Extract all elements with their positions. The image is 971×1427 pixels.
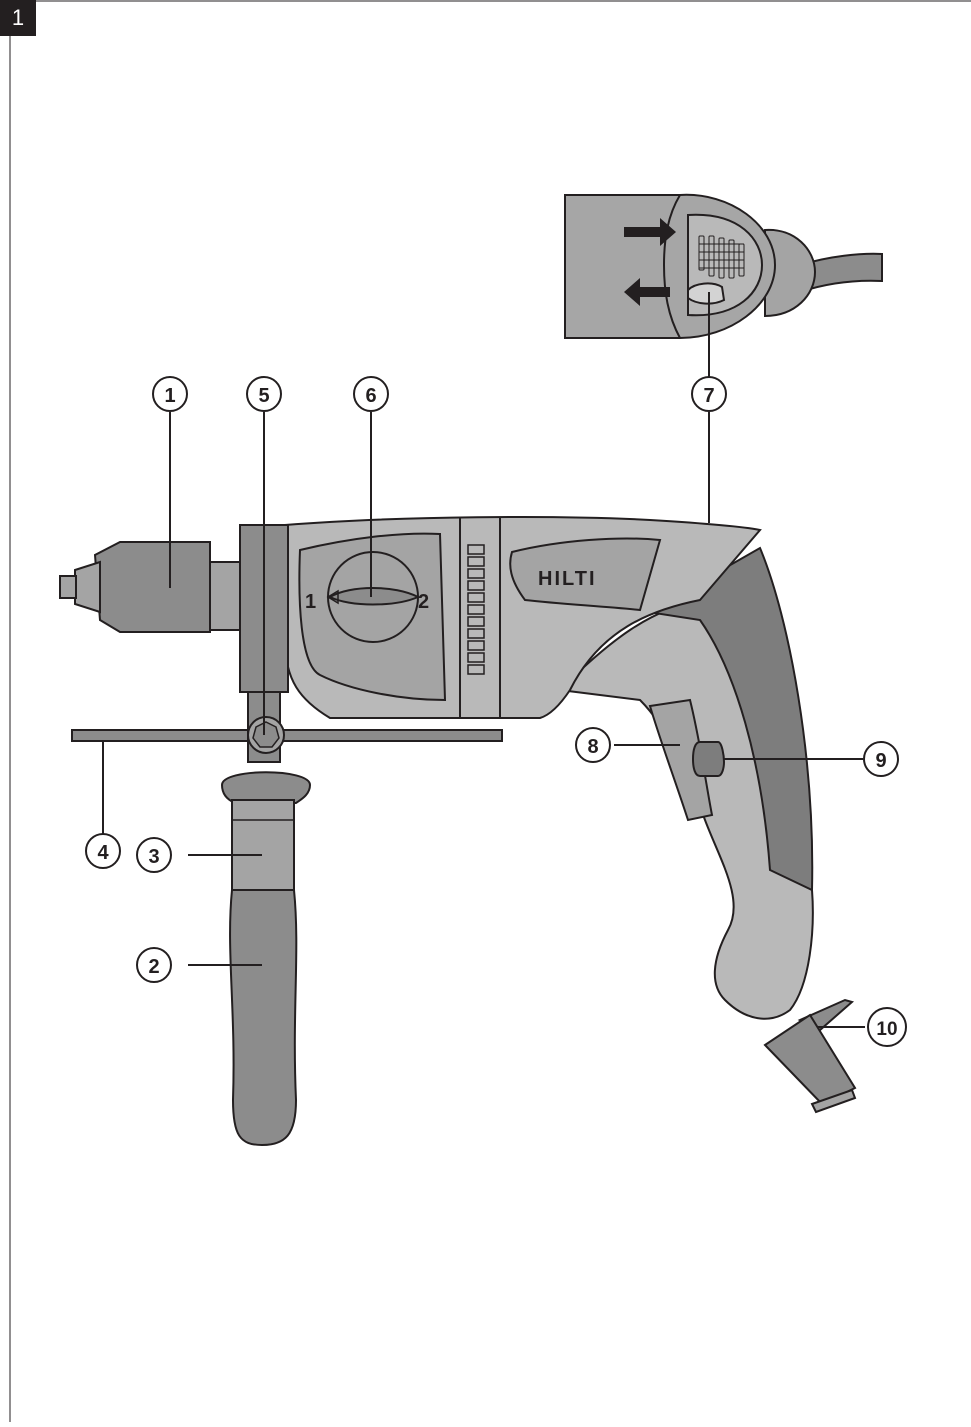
selector-mark-2: 2	[418, 591, 429, 613]
side-handle-guard	[220, 771, 312, 804]
figure-number-badge: 1	[0, 0, 36, 36]
chuck-tip	[59, 575, 77, 599]
direction-switch-detail	[564, 193, 883, 339]
detail-housing-seam	[662, 194, 681, 339]
selector-pointer-icon	[326, 589, 339, 605]
arrow-left-icon	[624, 278, 670, 306]
grip-rubber-insert	[645, 546, 814, 892]
logo-panel	[509, 537, 662, 612]
direction-switch-lever	[687, 282, 726, 305]
callout-10-label: 10	[876, 1019, 897, 1040]
power-cord-sleeve	[763, 1013, 857, 1106]
callout-1-label: 1	[164, 385, 175, 407]
housing-vent-slots	[467, 544, 485, 675]
callout-3: 3	[136, 837, 172, 873]
callout-6: 6	[353, 376, 389, 412]
clamp-screw-head	[252, 721, 280, 748]
callout-9: 9	[863, 741, 899, 777]
callout-8-label: 8	[587, 736, 598, 758]
trigger-switch	[648, 698, 714, 822]
callout-9-label: 9	[875, 750, 886, 772]
detail-cord-boot	[764, 228, 817, 318]
callout-8: 8	[575, 727, 611, 763]
callout-6-label: 6	[365, 385, 376, 407]
hilti-logo: HILTI	[538, 568, 597, 590]
callout-7-label: 7	[703, 385, 714, 407]
callout-1: 1	[152, 376, 188, 412]
callout-2: 2	[136, 947, 172, 983]
callout-2-label: 2	[148, 956, 159, 978]
callout-3-label: 3	[148, 846, 159, 868]
gear-selector-grip	[327, 587, 421, 606]
selector-mark-1: 1	[305, 591, 316, 613]
arrow-right-icon	[624, 218, 676, 246]
callout-5-label: 5	[258, 385, 269, 407]
chuck-jaws	[74, 560, 101, 614]
side-handle-grip[interactable]	[229, 889, 298, 1147]
callout-7: 7	[691, 376, 727, 412]
keyless-chuck	[93, 541, 211, 633]
detail-vent-slots	[698, 235, 745, 279]
callout-5: 5	[246, 376, 282, 412]
depth-gauge-rod	[71, 729, 503, 742]
power-cord-end	[810, 1088, 857, 1114]
side-handle-sleeve	[231, 799, 295, 891]
callout-4-label: 4	[97, 842, 109, 864]
trigger-lock-button	[691, 741, 726, 777]
drill-illustration: HILTI 1 2	[59, 516, 857, 1147]
callout-10: 10	[867, 1007, 907, 1047]
callout-4: 4	[85, 833, 121, 869]
leader-lines	[102, 292, 865, 1028]
detail-power-cord	[799, 252, 883, 294]
